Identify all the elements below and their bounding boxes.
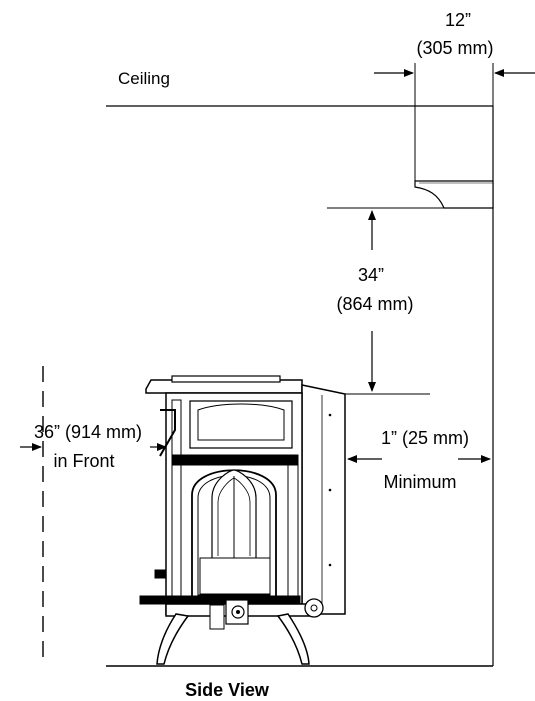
diagram-caption: Side View xyxy=(185,680,270,700)
side-clearance-label: 1” (25 mm) xyxy=(381,428,469,448)
stove-illustration xyxy=(139,375,346,665)
front-clearance-suffix: in Front xyxy=(53,451,114,471)
top-clearance-dimension xyxy=(327,207,444,395)
mantel-shape xyxy=(414,180,494,209)
ceiling-label: Ceiling xyxy=(118,69,170,88)
front-clearance-dimension xyxy=(20,366,167,666)
front-clearance-label: 36” (914 mm) xyxy=(34,422,142,442)
top-clearance-mm-label: (864 mm) xyxy=(336,294,413,314)
mantel-depth-mm-label: (305 mm) xyxy=(416,38,493,58)
top-clearance-inch-label: 34” xyxy=(358,265,384,285)
mantel-depth-dimension xyxy=(374,63,535,181)
mantel-depth-inch-label: 12” xyxy=(445,10,471,30)
side-clearance-note: Minimum xyxy=(383,472,456,492)
